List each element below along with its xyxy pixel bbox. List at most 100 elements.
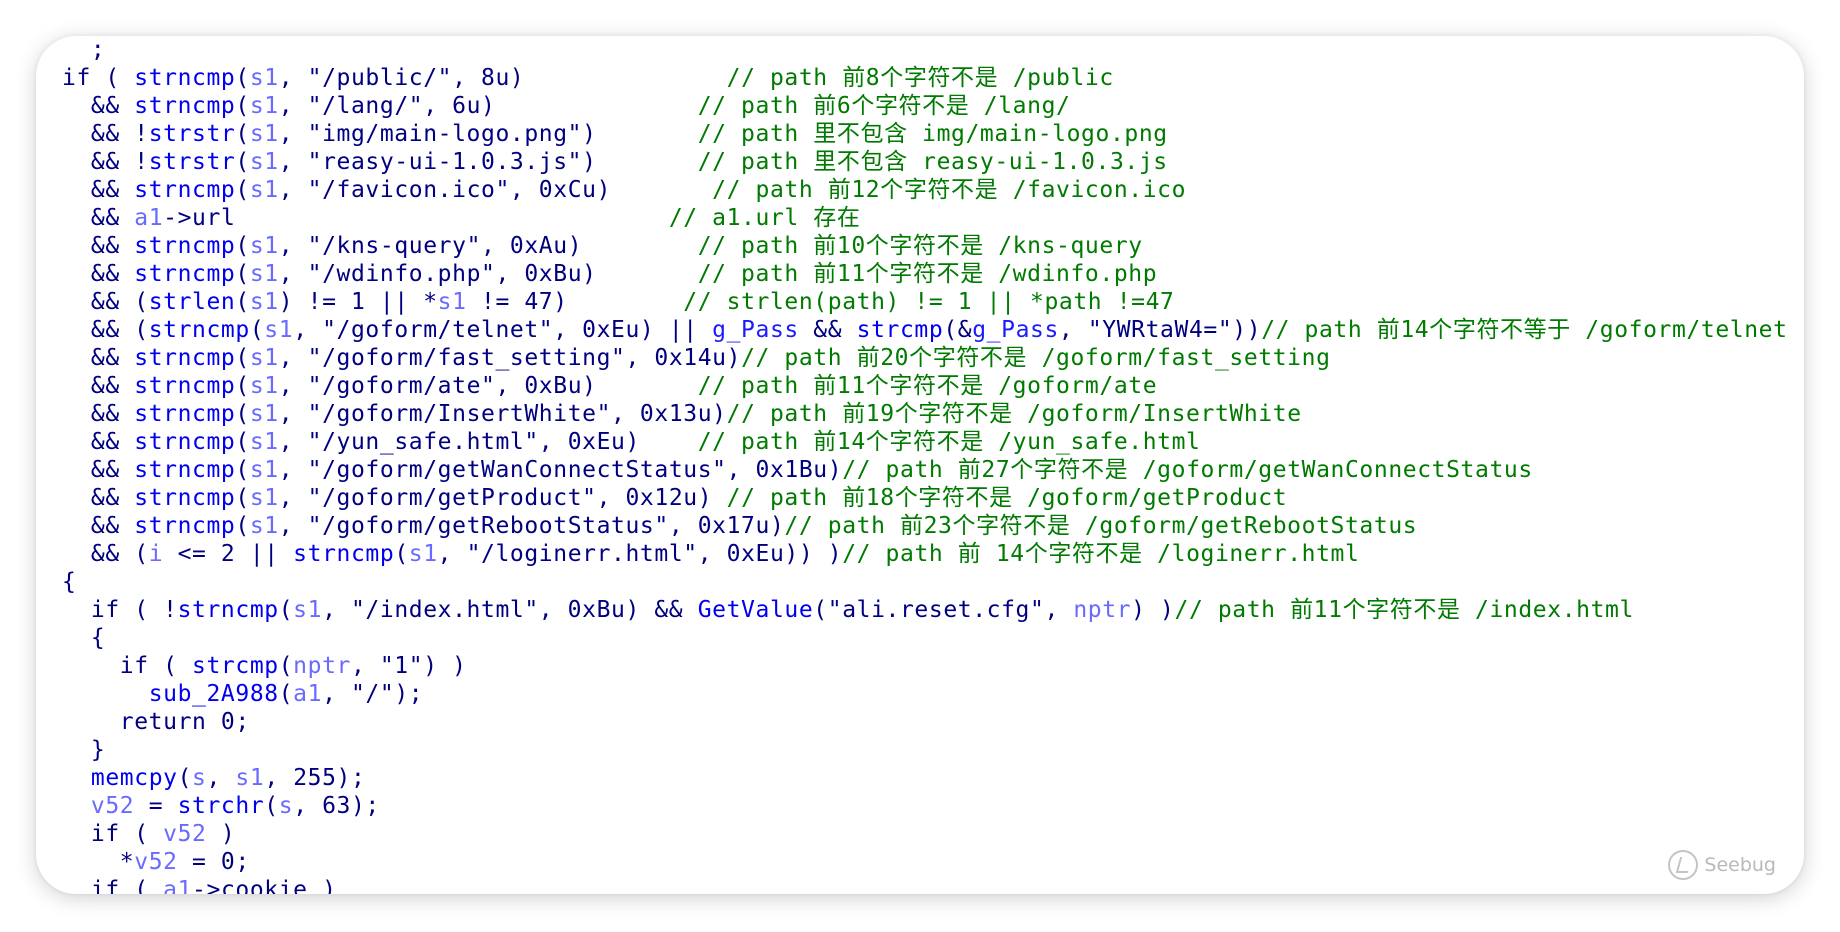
- code-token: if (: [62, 821, 164, 847]
- code-comment: // path 前14个字符不是 /yun_safe.html: [697, 429, 1201, 455]
- code-token: ;: [62, 37, 106, 63]
- code-token: =: [134, 793, 178, 819]
- code-token: (: [278, 597, 294, 623]
- code-variable: s1: [249, 177, 279, 203]
- code-token: , "/loginerr.html", 0xEu)) ): [437, 541, 843, 567]
- code-line: if ( v52 ): [62, 820, 1788, 848]
- code-token: && (: [62, 317, 149, 343]
- code-variable: s1: [249, 233, 279, 259]
- code-variable: a1: [134, 205, 164, 231]
- code-token: , 63);: [293, 793, 380, 819]
- code-line: && strncmp(s1, "/goform/ate", 0xBu) // p…: [62, 372, 1788, 400]
- code-token: , "/index.html", 0xBu) &&: [322, 597, 698, 623]
- code-token: ) != 1 || *: [278, 289, 438, 315]
- code-token: (: [278, 653, 294, 679]
- code-variable: s1: [249, 401, 279, 427]
- code-comment: // path 里不包含 reasy-ui-1.0.3.js: [697, 149, 1168, 175]
- code-token: && (: [62, 289, 149, 315]
- code-function: strncmp: [134, 457, 236, 483]
- code-token: &&: [62, 401, 135, 427]
- code-variable: a1: [163, 877, 193, 894]
- code-token: (: [235, 345, 250, 371]
- code-line: && strncmp(s1, "/favicon.ico", 0xCu) // …: [62, 176, 1788, 204]
- code-token: [62, 793, 91, 819]
- code-token: &&: [62, 457, 135, 483]
- code-variable: s1: [249, 121, 279, 147]
- code-comment: // path 前6个字符不是 /lang/: [697, 93, 1071, 119]
- code-token: (: [235, 93, 250, 119]
- code-comment: // path 前 14个字符不是 /loginerr.html: [842, 541, 1360, 567]
- code-comment: // path 前8个字符不是 /public: [726, 65, 1114, 91]
- code-function: strchr: [177, 793, 265, 819]
- code-token: (: [235, 121, 250, 147]
- code-token: &&: [62, 93, 135, 119]
- code-variable: s1: [408, 541, 438, 567]
- code-token: , "/goform/InsertWhite", 0x13u): [278, 401, 727, 427]
- code-comment: // strlen(path) != 1 || *path !=47: [683, 289, 1175, 315]
- code-token: , "/yun_safe.html", 0xEu): [278, 429, 698, 455]
- code-token: ("ali.reset.cfg",: [813, 597, 1074, 623]
- code-variable: s1: [249, 513, 279, 539]
- code-comment: // path 前11个字符不是 /index.html: [1174, 597, 1634, 623]
- code-line: && strncmp(s1, "/wdinfo.php", 0xBu) // p…: [62, 260, 1788, 288]
- code-token: (: [235, 289, 250, 315]
- code-line: sub_2A988(a1, "/");: [62, 680, 1788, 708]
- code-variable: v52: [163, 821, 207, 847]
- code-token: , "/favicon.ico", 0xCu): [278, 177, 713, 203]
- code-function: strncmp: [134, 93, 236, 119]
- code-variable: s1: [249, 345, 279, 371]
- code-function: GetValue: [697, 597, 814, 623]
- code-token: = 0;: [177, 849, 250, 875]
- code-token: != 47): [466, 289, 684, 315]
- code-token: , "img/main-logo.png"): [278, 121, 698, 147]
- code-line: if ( !strncmp(s1, "/index.html", 0xBu) &…: [62, 596, 1788, 624]
- code-line: && strncmp(s1, "/goform/fast_setting", 0…: [62, 344, 1788, 372]
- code-variable: nptr: [1073, 597, 1132, 623]
- code-line: && strncmp(s1, "/yun_safe.html", 0xEu) /…: [62, 428, 1788, 456]
- code-function: strstr: [148, 149, 236, 175]
- code-line: && (i <= 2 || strncmp(s1, "/loginerr.htm…: [62, 540, 1788, 568]
- code-variable: s1: [249, 93, 279, 119]
- code-function: strncmp: [134, 429, 236, 455]
- code-line: && strncmp(s1, "/goform/getRebootStatus"…: [62, 512, 1788, 540]
- code-token: ): [206, 821, 236, 847]
- code-line: v52 = strchr(s, 63);: [62, 792, 1788, 820]
- code-token: &&: [798, 317, 857, 343]
- code-line: {: [62, 568, 1788, 596]
- code-token: {: [62, 569, 77, 595]
- code-token: (: [235, 261, 250, 287]
- code-comment: // path 前11个字符不是 /wdinfo.php: [697, 261, 1158, 287]
- code-line: && !strstr(s1, "reasy-ui-1.0.3.js") // p…: [62, 148, 1788, 176]
- code-token: return 0;: [62, 709, 250, 735]
- code-token: , "/goform/getRebootStatus", 0x17u): [278, 513, 785, 539]
- code-token: (: [235, 513, 250, 539]
- seebug-logo-icon: [1668, 850, 1699, 880]
- code-line: if ( a1->cookie ): [62, 876, 1788, 894]
- code-variable: s1: [249, 261, 279, 287]
- code-token: {: [62, 625, 106, 651]
- code-token: &&: [62, 513, 135, 539]
- code-function: strncmp: [134, 345, 236, 371]
- code-variable: s1: [249, 289, 279, 315]
- code-token: , "reasy-ui-1.0.3.js"): [278, 149, 698, 175]
- code-comment: // path 前12个字符不是 /favicon.ico: [712, 177, 1187, 203]
- code-token: , "/goform/fast_setting", 0x14u): [278, 345, 742, 371]
- code-token: && (: [62, 541, 149, 567]
- code-token: , "/goform/getProduct", 0x12u): [278, 485, 727, 511]
- code-line: && strncmp(s1, "/lang/", 6u) // path 前6个…: [62, 92, 1788, 120]
- code-line: && strncmp(s1, "/kns-query", 0xAu) // pa…: [62, 232, 1788, 260]
- code-token: (: [235, 401, 250, 427]
- code-function: strncmp: [134, 65, 236, 91]
- code-variable: s: [278, 793, 294, 819]
- code-variable: s1: [249, 457, 279, 483]
- code-comment: // path 前20个字符不是 /goform/fast_setting: [741, 345, 1331, 371]
- code-function: strncmp: [177, 597, 279, 623]
- code-variable: v52: [134, 849, 178, 875]
- code-token: [62, 681, 149, 707]
- code-variable: a1: [293, 681, 323, 707]
- code-line: {: [62, 624, 1788, 652]
- code-token: &&: [62, 345, 135, 371]
- code-function: strncmp: [134, 233, 236, 259]
- code-token: <= 2 ||: [163, 541, 294, 567]
- decompiled-code-block: ;if ( strncmp(s1, "/public/", 8u) // pat…: [62, 36, 1788, 894]
